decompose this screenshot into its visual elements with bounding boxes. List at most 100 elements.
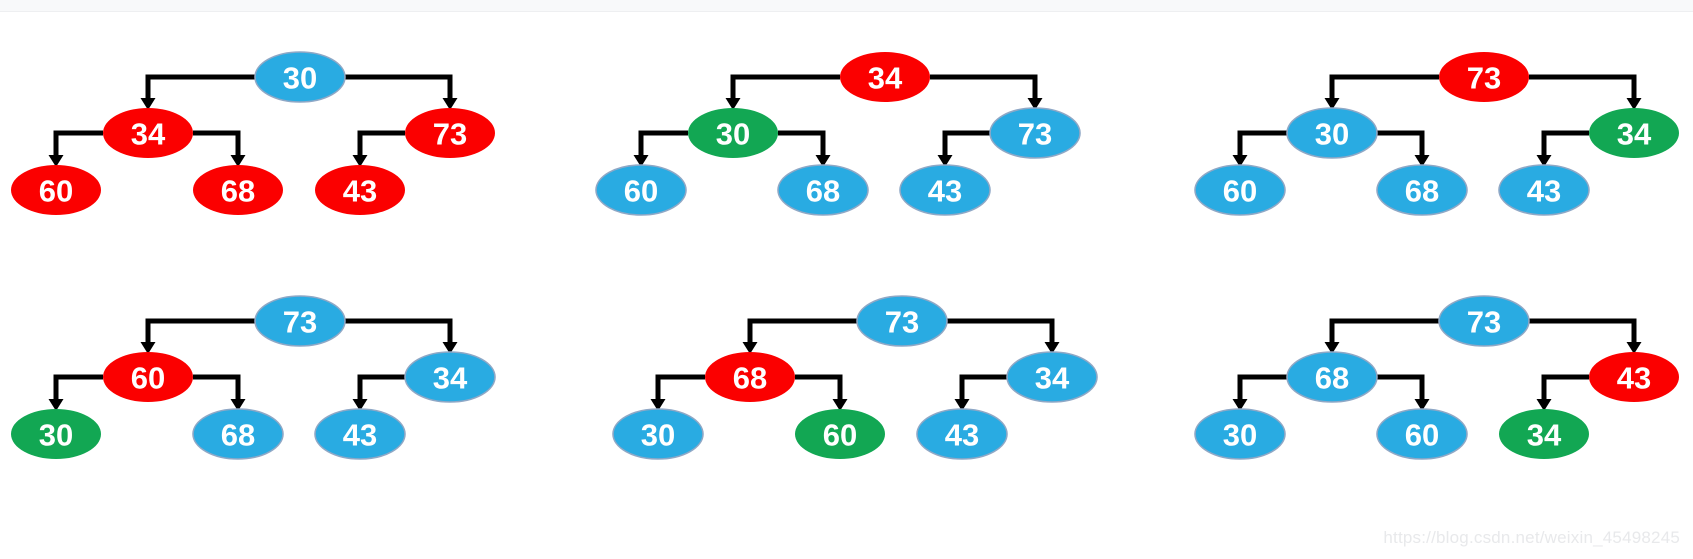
arrowhead-icon bbox=[633, 155, 649, 167]
node-root-ellipse bbox=[1439, 52, 1529, 102]
edge-root-to-right bbox=[930, 74, 1038, 101]
node-left_left-value: 30 bbox=[1223, 418, 1257, 453]
edge-left-to-left_right bbox=[795, 374, 843, 402]
arrowhead-icon bbox=[742, 342, 758, 354]
node-right-ellipse bbox=[405, 108, 495, 158]
node-left_left-value: 60 bbox=[624, 174, 658, 209]
node-left_right-value: 60 bbox=[823, 418, 857, 453]
edge-right-to-right_left bbox=[1541, 130, 1589, 158]
node-left_right-value: 68 bbox=[1405, 174, 1439, 209]
node-right-value: 34 bbox=[1617, 117, 1652, 152]
edge-root-to-left bbox=[145, 318, 255, 345]
node-left-value: 30 bbox=[1315, 117, 1349, 152]
node-root-value: 30 bbox=[283, 61, 317, 96]
node-right_left-value: 43 bbox=[945, 418, 979, 453]
arrowhead-icon bbox=[937, 155, 953, 167]
node-left_left-value: 60 bbox=[39, 174, 73, 209]
node-root-ellipse bbox=[856, 295, 948, 347]
edge-left-to-left_left bbox=[1237, 374, 1287, 402]
edge-left-to-left_right bbox=[1377, 130, 1425, 158]
arrowhead-icon bbox=[352, 155, 368, 167]
arrowhead-icon bbox=[1626, 342, 1642, 354]
edge-root-to-right bbox=[345, 318, 453, 345]
edge-root-to-right bbox=[1529, 318, 1637, 345]
node-right-ellipse bbox=[1589, 108, 1679, 158]
node-left_right-ellipse bbox=[1376, 164, 1468, 216]
node-right_left-ellipse bbox=[314, 408, 406, 460]
arrowhead-icon bbox=[1414, 155, 1430, 167]
node-left_right-ellipse bbox=[777, 164, 869, 216]
arrowhead-icon bbox=[1027, 98, 1043, 110]
arrowhead-icon bbox=[140, 98, 156, 110]
node-left_left-ellipse bbox=[1194, 408, 1286, 460]
edge-left-to-left_left bbox=[655, 374, 705, 402]
node-right-ellipse bbox=[1589, 352, 1679, 402]
edge-right-to-right_left bbox=[942, 130, 990, 158]
node-root-value: 34 bbox=[868, 61, 903, 96]
arrowhead-icon bbox=[650, 399, 666, 411]
edge-left-to-left_right bbox=[193, 374, 241, 402]
node-right_left-ellipse bbox=[899, 164, 991, 216]
node-left-value: 30 bbox=[716, 117, 750, 152]
arrowhead-icon bbox=[1324, 342, 1340, 354]
node-left-ellipse bbox=[103, 352, 193, 402]
node-left_left-ellipse bbox=[595, 164, 687, 216]
node-left_right-ellipse bbox=[192, 408, 284, 460]
node-left-ellipse bbox=[103, 108, 193, 158]
edge-left-to-left_left bbox=[638, 130, 688, 158]
node-left-value: 68 bbox=[733, 361, 767, 396]
node-right-ellipse bbox=[989, 107, 1081, 159]
node-right-value: 34 bbox=[1035, 361, 1070, 396]
node-root-ellipse bbox=[840, 52, 930, 102]
node-left_right-ellipse bbox=[1376, 408, 1468, 460]
node-left_left-ellipse bbox=[11, 165, 101, 215]
node-right_left-ellipse bbox=[1498, 164, 1590, 216]
arrowhead-icon bbox=[832, 399, 848, 411]
node-left_right-ellipse bbox=[795, 409, 885, 459]
arrowhead-icon bbox=[230, 155, 246, 167]
node-right_left-ellipse bbox=[315, 165, 405, 215]
arrowhead-icon bbox=[352, 399, 368, 411]
arrowhead-icon bbox=[1324, 98, 1340, 110]
edge-left-to-left_left bbox=[53, 130, 103, 158]
edge-right-to-right_left bbox=[357, 374, 405, 402]
node-left-ellipse bbox=[688, 108, 778, 158]
node-root-value: 73 bbox=[283, 305, 317, 340]
node-left-ellipse bbox=[1286, 107, 1378, 159]
node-left-value: 68 bbox=[1315, 361, 1349, 396]
edge-root-to-left bbox=[747, 318, 857, 345]
node-left_right-ellipse bbox=[193, 165, 283, 215]
edge-right-to-right_left bbox=[959, 374, 1007, 402]
edge-right-to-right_left bbox=[1541, 374, 1589, 402]
arrowhead-icon bbox=[815, 155, 831, 167]
node-left_right-value: 68 bbox=[806, 174, 840, 209]
edge-root-to-right bbox=[1529, 74, 1637, 101]
arrowhead-icon bbox=[442, 342, 458, 354]
node-root-value: 73 bbox=[1467, 305, 1501, 340]
arrowhead-icon bbox=[954, 399, 970, 411]
arrowhead-icon bbox=[1414, 399, 1430, 411]
node-right_left-value: 34 bbox=[1527, 418, 1562, 453]
node-left_left-ellipse bbox=[11, 409, 101, 459]
edge-root-to-right bbox=[947, 318, 1055, 345]
edge-left-to-left_left bbox=[1237, 130, 1287, 158]
node-right_left-ellipse bbox=[1499, 409, 1589, 459]
arrowhead-icon bbox=[1044, 342, 1060, 354]
edge-root-to-left bbox=[1329, 318, 1439, 345]
arrowhead-icon bbox=[1232, 399, 1248, 411]
node-root-ellipse bbox=[1438, 295, 1530, 347]
arrowhead-icon bbox=[48, 399, 64, 411]
arrowhead-icon bbox=[230, 399, 246, 411]
watermark: https://blog.csdn.net/weixin_45498245 bbox=[1383, 528, 1680, 547]
node-right-ellipse bbox=[404, 351, 496, 403]
node-left_right-value: 68 bbox=[221, 174, 255, 209]
arrowhead-icon bbox=[1626, 98, 1642, 110]
edge-left-to-left_right bbox=[193, 130, 241, 158]
edge-root-to-left bbox=[145, 74, 255, 101]
